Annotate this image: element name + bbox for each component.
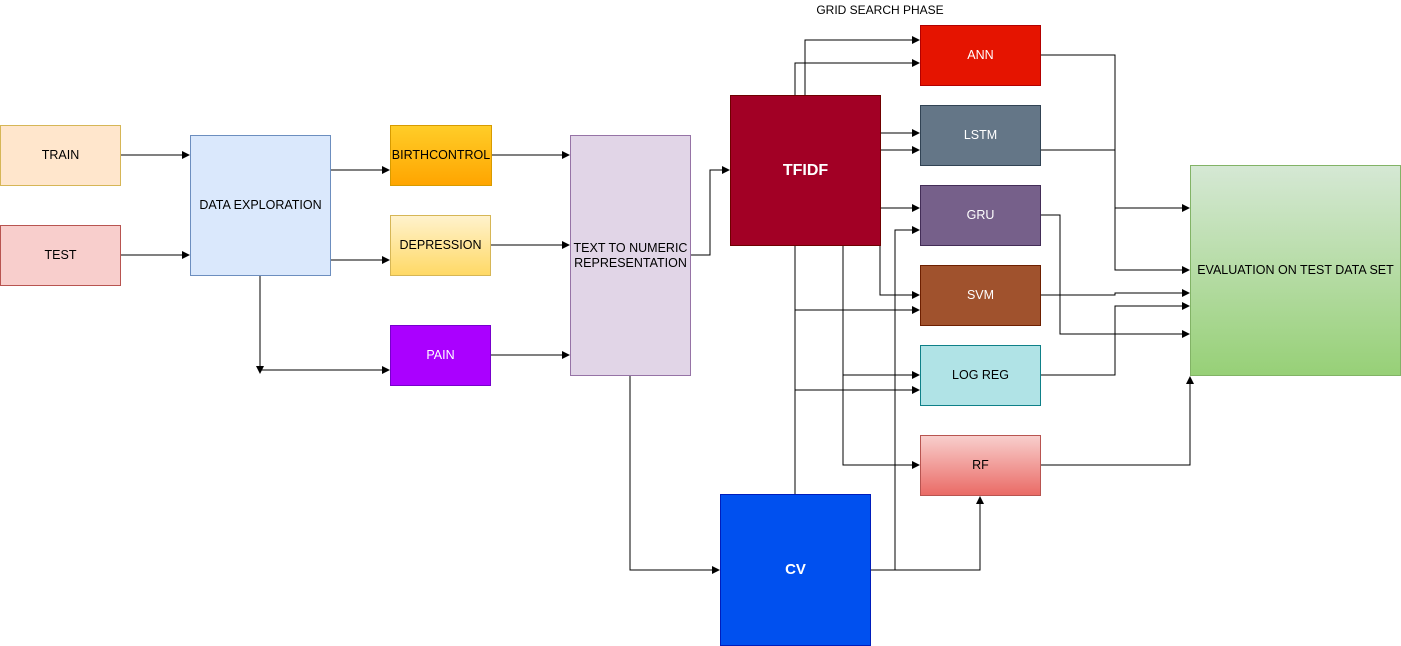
- pain-label: PAIN: [426, 348, 455, 362]
- svm-label: SVM: [966, 288, 995, 302]
- edge-text-to-cv: [629, 376, 720, 574]
- ann-label: ANN: [967, 48, 994, 62]
- evaluation-label: EVALUATION ON TEST DATA SET: [1197, 263, 1394, 277]
- edge-cv-to-ann: [794, 59, 920, 494]
- edge-text-to-tfidf: [691, 166, 730, 256]
- tfidf-label: TFIDF: [782, 161, 829, 179]
- test-node: TEST: [0, 225, 121, 286]
- gru-node: GRU: [920, 185, 1041, 246]
- text-to-numeric-label: TEXT TO NUMERIC REPRESENTATION: [573, 240, 688, 270]
- data-exploration-node: DATA EXPLORATION: [190, 135, 331, 276]
- data-exploration-label: DATA EXPLORATION: [199, 198, 322, 212]
- edge-tfidf-to-ann: [804, 36, 920, 95]
- birthcontrol-node: BIRTHCONTROL: [390, 125, 492, 186]
- depression-label: DEPRESSION: [399, 238, 482, 252]
- lstm-node: LSTM: [920, 105, 1041, 166]
- log-reg-node: LOG REG: [920, 345, 1041, 406]
- edge-cv-to-rf: [895, 496, 984, 571]
- log-reg-label: LOG REG: [952, 368, 1009, 382]
- edge-lstm-to-eval: [1041, 149, 1190, 212]
- tfidf-node: TFIDF: [730, 95, 881, 246]
- train-node: TRAIN: [0, 125, 121, 186]
- ann-node: ANN: [920, 25, 1041, 86]
- grid-search-phase-title: GRID SEARCH PHASE: [816, 3, 944, 17]
- rf-node: RF: [920, 435, 1041, 496]
- edge-gru-to-eval: [1041, 214, 1190, 338]
- rf-label: RF: [972, 458, 989, 472]
- birthcontrol-label: BIRTHCONTROL: [391, 148, 491, 162]
- text-to-numeric-node: TEXT TO NUMERIC REPRESENTATION: [570, 135, 691, 376]
- pain-node: PAIN: [390, 325, 491, 386]
- edge-cv-to-gru: [871, 226, 920, 571]
- evaluation-node: EVALUATION ON TEST DATA SET: [1190, 165, 1401, 376]
- svm-node: SVM: [920, 265, 1041, 326]
- edge-tfidf-to-svm: [879, 246, 920, 299]
- lstm-label: LSTM: [963, 128, 998, 142]
- edge-tfidf-to-rf: [842, 375, 920, 469]
- edge-svm-to-eval: [1041, 289, 1190, 297]
- gru-label: GRU: [966, 208, 995, 222]
- train-label: TRAIN: [41, 148, 80, 162]
- depression-node: DEPRESSION: [390, 215, 491, 276]
- cv-node: CV: [720, 494, 871, 646]
- test-label: TEST: [44, 248, 77, 262]
- edge-logreg-to-eval: [1041, 302, 1190, 376]
- edge-rf-to-eval: [1041, 376, 1194, 466]
- cv-label: CV: [785, 561, 806, 578]
